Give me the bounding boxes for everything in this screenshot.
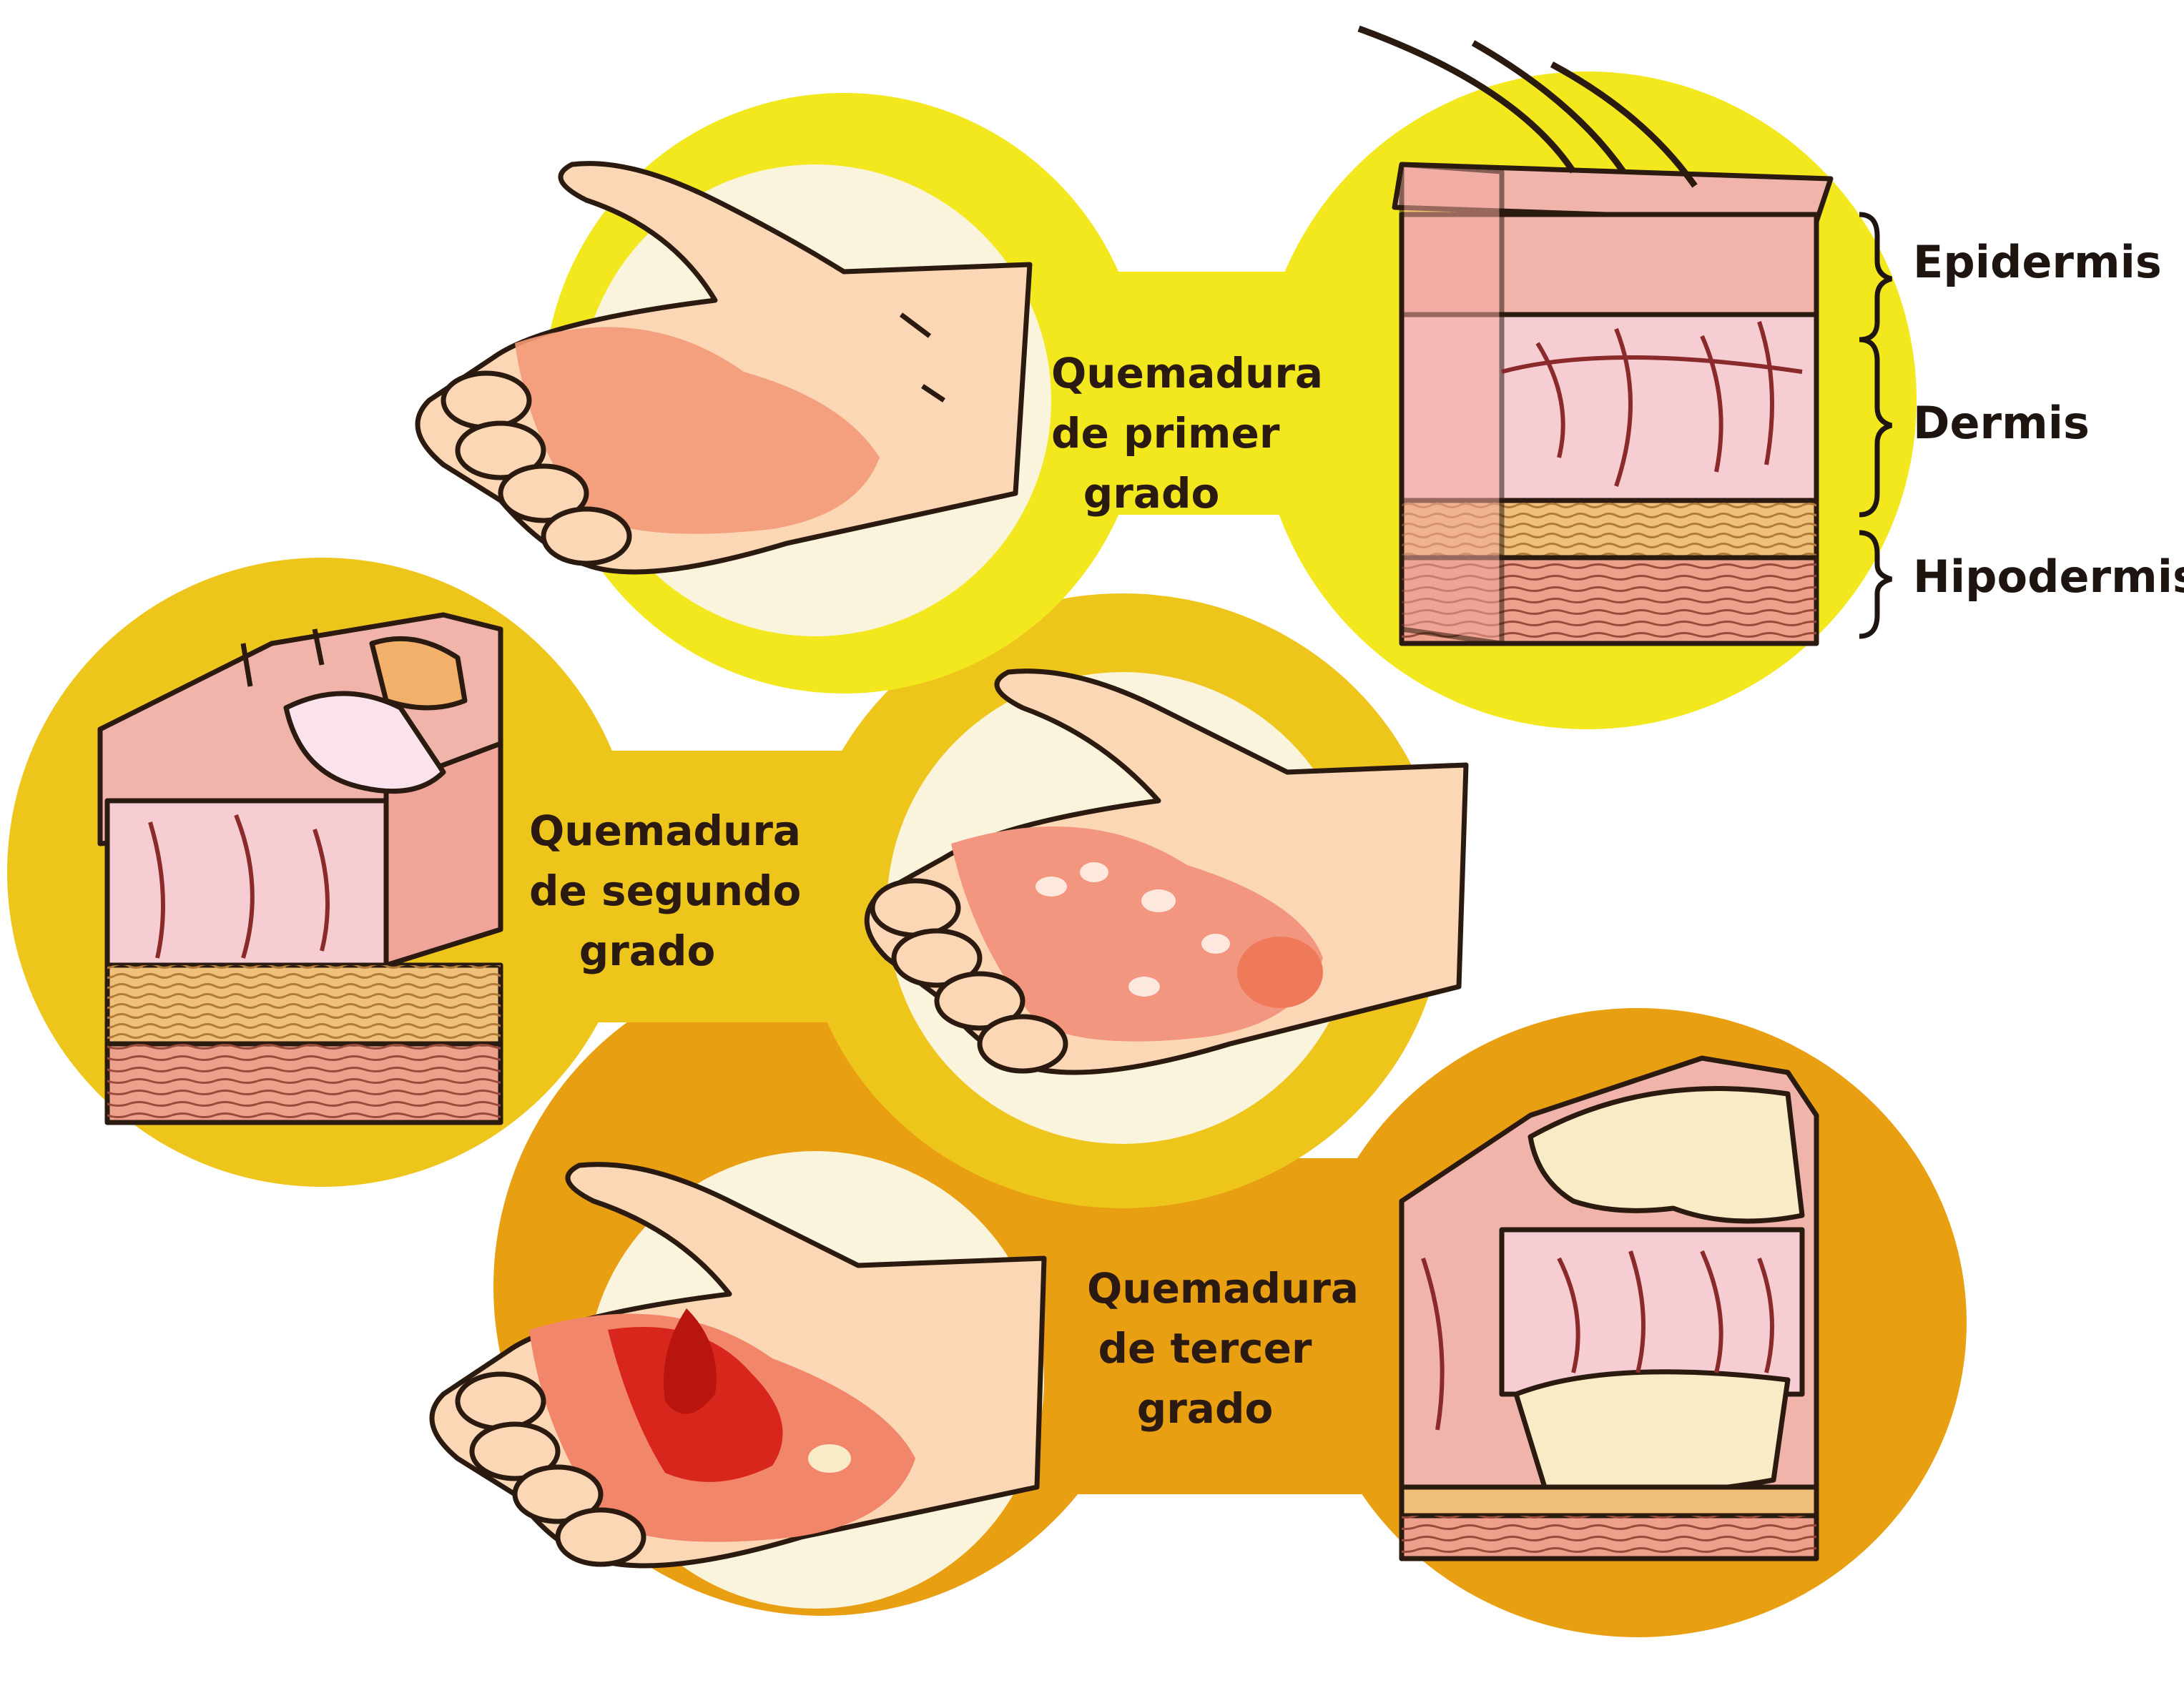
first-degree-label-line1: Quemadura [1051, 343, 1251, 403]
third-degree-label-line2: de tercer [1087, 1318, 1323, 1378]
second-degree-label: Quemadura de segundo grado [529, 801, 765, 981]
first-degree-label-line3: grado [1051, 463, 1251, 523]
second-degree-label-line1: Quemadura [529, 801, 765, 861]
third-degree-label-line3: grado [1087, 1378, 1323, 1438]
third-degree-label-line1: Quemadura [1087, 1258, 1323, 1318]
blister-icon [1036, 877, 1067, 897]
hypodermis-label: Hipodermis [1913, 551, 2184, 603]
dermis-label: Dermis [1913, 397, 2090, 449]
epidermis-label: Epidermis [1913, 236, 2162, 288]
first-degree-label-line2: de primer [1051, 403, 1251, 463]
second-degree-label-line2: de segundo [529, 861, 765, 921]
third-degree-label: Quemadura de tercer grado [1087, 1258, 1323, 1438]
second-degree-label-line3: grado [529, 921, 765, 981]
first-degree-label: Quemadura de primer grado [1051, 343, 1251, 523]
